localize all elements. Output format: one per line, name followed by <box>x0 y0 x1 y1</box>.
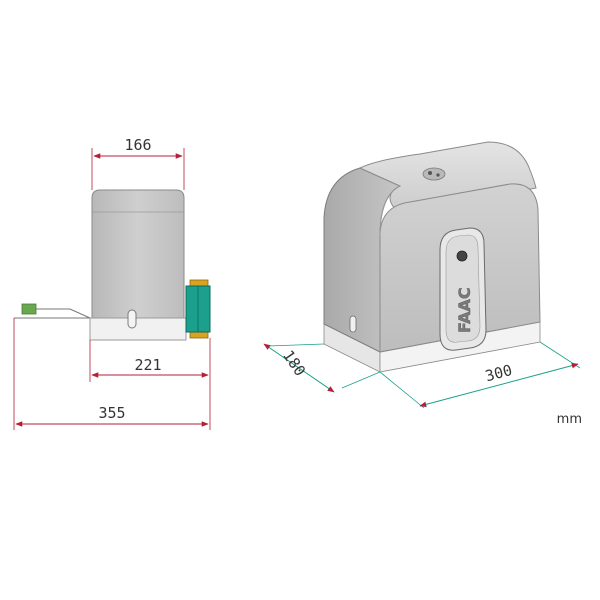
iso-side-slot <box>349 315 357 333</box>
top-logo-badge <box>422 167 446 181</box>
side-left-bracket-arm <box>36 308 91 319</box>
side-left-bracket <box>21 303 37 315</box>
dim-label-166: 166 <box>124 136 151 154</box>
dim-line-300 <box>419 362 579 408</box>
lens-icon <box>456 250 468 262</box>
dim-label-355: 355 <box>98 404 125 422</box>
unit-label: mm <box>556 412 582 427</box>
side-view: 166 221 355 <box>13 136 211 430</box>
iso-view: FAAC 180 300 <box>263 141 581 409</box>
brand-label: FAAC <box>455 287 474 333</box>
dim-line-180 <box>263 343 335 393</box>
side-base <box>89 317 187 341</box>
dim-label-180: 180 <box>279 347 309 380</box>
side-slot <box>127 309 137 329</box>
side-housing <box>91 189 185 319</box>
dim-label-221: 221 <box>134 356 161 374</box>
